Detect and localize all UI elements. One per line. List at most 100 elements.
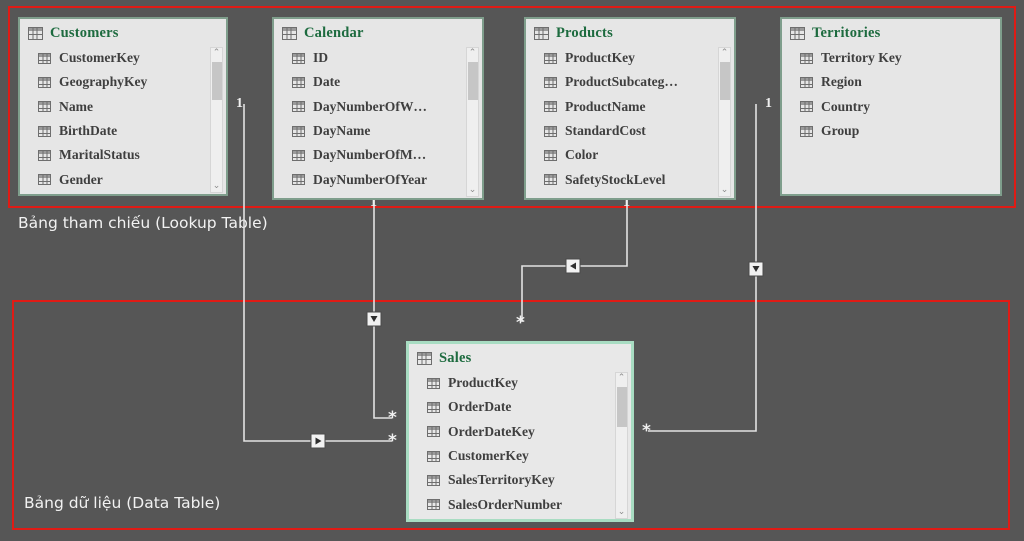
field-label: DayName bbox=[313, 123, 371, 139]
field-row[interactable]: ProductKey bbox=[427, 371, 631, 395]
field-label: Country bbox=[821, 98, 871, 114]
field-row[interactable]: ID bbox=[292, 46, 482, 70]
field-icon bbox=[800, 52, 813, 64]
field-icon bbox=[544, 125, 557, 137]
table-title: Customers bbox=[50, 25, 119, 41]
field-row[interactable]: MaritalStatus bbox=[38, 143, 226, 167]
scrollbar-sales[interactable]: ⌃ ⌄ bbox=[615, 372, 628, 519]
scroll-down-icon[interactable]: ⌄ bbox=[212, 181, 221, 191]
field-row[interactable]: SalesOrderNumber bbox=[427, 492, 631, 516]
scrollbar-thumb[interactable] bbox=[211, 62, 222, 100]
field-row[interactable]: DayNumberOfM… bbox=[292, 143, 482, 167]
field-row[interactable]: DayName bbox=[292, 119, 482, 143]
field-icon bbox=[38, 52, 51, 64]
field-row[interactable]: DayNumberOfYear bbox=[292, 167, 482, 191]
field-row[interactable]: Territory Key bbox=[800, 46, 1000, 70]
field-row[interactable]: SalesTerritoryKey bbox=[427, 468, 631, 492]
field-icon bbox=[292, 52, 305, 64]
field-icon bbox=[427, 426, 440, 438]
field-label: ProductKey bbox=[565, 50, 635, 66]
table-header-sales[interactable]: Sales bbox=[409, 344, 631, 371]
field-row[interactable]: Color bbox=[544, 143, 734, 167]
table-header-customers[interactable]: Customers bbox=[20, 19, 226, 46]
field-row[interactable]: ProductName bbox=[544, 95, 734, 119]
table-card-calendar[interactable]: Calendar ID Date DayNumberOfW… DayName D… bbox=[272, 17, 484, 200]
field-icon bbox=[292, 125, 305, 137]
field-icon bbox=[292, 149, 305, 161]
field-label: Region bbox=[821, 74, 862, 90]
table-icon bbox=[417, 352, 432, 365]
scrollbar-thumb[interactable] bbox=[467, 62, 478, 100]
field-icon bbox=[544, 76, 557, 88]
field-label: ID bbox=[313, 50, 329, 66]
field-icon bbox=[544, 174, 557, 186]
scrollbar-customers[interactable]: ⌃ ⌄ bbox=[210, 47, 223, 193]
field-icon bbox=[800, 101, 813, 113]
scroll-up-icon[interactable]: ⌃ bbox=[468, 48, 477, 58]
field-row[interactable]: Date bbox=[292, 70, 482, 94]
field-label: DayNumberOfW… bbox=[313, 98, 428, 114]
field-icon bbox=[292, 101, 305, 113]
table-card-sales[interactable]: Sales ProductKey OrderDate OrderDateKey … bbox=[406, 341, 634, 522]
field-icon bbox=[427, 474, 440, 486]
field-icon bbox=[427, 401, 440, 413]
field-row[interactable]: DayNumberOfW… bbox=[292, 95, 482, 119]
scrollbar-products[interactable]: ⌃ ⌄ bbox=[718, 47, 731, 197]
field-icon bbox=[800, 125, 813, 137]
scroll-up-icon[interactable]: ⌃ bbox=[212, 48, 221, 58]
field-row[interactable]: SafetyStockLevel bbox=[544, 167, 734, 191]
field-row[interactable]: CustomerKey bbox=[427, 444, 631, 468]
field-label: BirthDate bbox=[59, 123, 118, 139]
table-icon bbox=[790, 27, 805, 40]
table-card-territories[interactable]: Territories Territory Key Region Country… bbox=[780, 17, 1002, 196]
field-label: Gender bbox=[59, 171, 103, 187]
table-icon bbox=[534, 27, 549, 40]
table-header-territories[interactable]: Territories bbox=[782, 19, 1000, 46]
scroll-down-icon[interactable]: ⌄ bbox=[720, 185, 729, 195]
field-row[interactable]: Region bbox=[800, 70, 1000, 94]
scrollbar-thumb[interactable] bbox=[719, 62, 730, 100]
data-table-caption: Bảng dữ liệu (Data Table) bbox=[24, 494, 221, 512]
field-icon bbox=[427, 450, 440, 462]
field-label: SalesOrderNumber bbox=[448, 496, 563, 512]
field-row[interactable]: ProductSubcateg… bbox=[544, 70, 734, 94]
field-row[interactable]: Name bbox=[38, 95, 226, 119]
field-row[interactable]: OrderDate bbox=[427, 395, 631, 419]
lookup-table-caption: Bảng tham chiếu (Lookup Table) bbox=[18, 214, 268, 232]
scroll-down-icon[interactable]: ⌄ bbox=[617, 507, 626, 517]
table-title: Calendar bbox=[304, 25, 364, 41]
field-list-sales: ProductKey OrderDate OrderDateKey Custom… bbox=[409, 371, 631, 517]
field-row[interactable]: Group bbox=[800, 119, 1000, 143]
field-row[interactable]: Country bbox=[800, 95, 1000, 119]
scrollbar-calendar[interactable]: ⌃ ⌄ bbox=[466, 47, 479, 197]
field-list-calendar: ID Date DayNumberOfW… DayName DayNumberO… bbox=[274, 46, 482, 192]
scrollbar-thumb[interactable] bbox=[616, 387, 627, 427]
scroll-down-icon[interactable]: ⌄ bbox=[468, 185, 477, 195]
table-icon bbox=[282, 27, 297, 40]
field-icon bbox=[544, 101, 557, 113]
field-row[interactable]: Gender bbox=[38, 167, 226, 191]
table-card-customers[interactable]: Customers CustomerKey GeographyKey Name … bbox=[18, 17, 228, 196]
table-card-products[interactable]: Products ProductKey ProductSubcateg… Pro… bbox=[524, 17, 736, 200]
table-icon bbox=[28, 27, 43, 40]
field-row[interactable]: BirthDate bbox=[38, 119, 226, 143]
field-label: Date bbox=[313, 74, 341, 90]
field-row[interactable]: CustomerKey bbox=[38, 46, 226, 70]
cardinality-calendar-many: * bbox=[388, 408, 397, 428]
field-list-territories: Territory Key Region Country Group bbox=[782, 46, 1000, 143]
field-row[interactable]: StandardCost bbox=[544, 119, 734, 143]
field-label: ProductSubcateg… bbox=[565, 74, 679, 90]
field-icon bbox=[38, 101, 51, 113]
field-label: MaritalStatus bbox=[59, 147, 140, 163]
field-label: GeographyKey bbox=[59, 74, 148, 90]
field-icon bbox=[38, 149, 51, 161]
field-icon bbox=[800, 76, 813, 88]
scroll-up-icon[interactable]: ⌃ bbox=[617, 373, 626, 383]
table-header-products[interactable]: Products bbox=[526, 19, 734, 46]
field-row[interactable]: OrderDateKey bbox=[427, 420, 631, 444]
field-row[interactable]: ProductKey bbox=[544, 46, 734, 70]
table-header-calendar[interactable]: Calendar bbox=[274, 19, 482, 46]
scroll-up-icon[interactable]: ⌃ bbox=[720, 48, 729, 58]
field-row[interactable]: GeographyKey bbox=[38, 70, 226, 94]
field-label: StandardCost bbox=[565, 123, 646, 139]
